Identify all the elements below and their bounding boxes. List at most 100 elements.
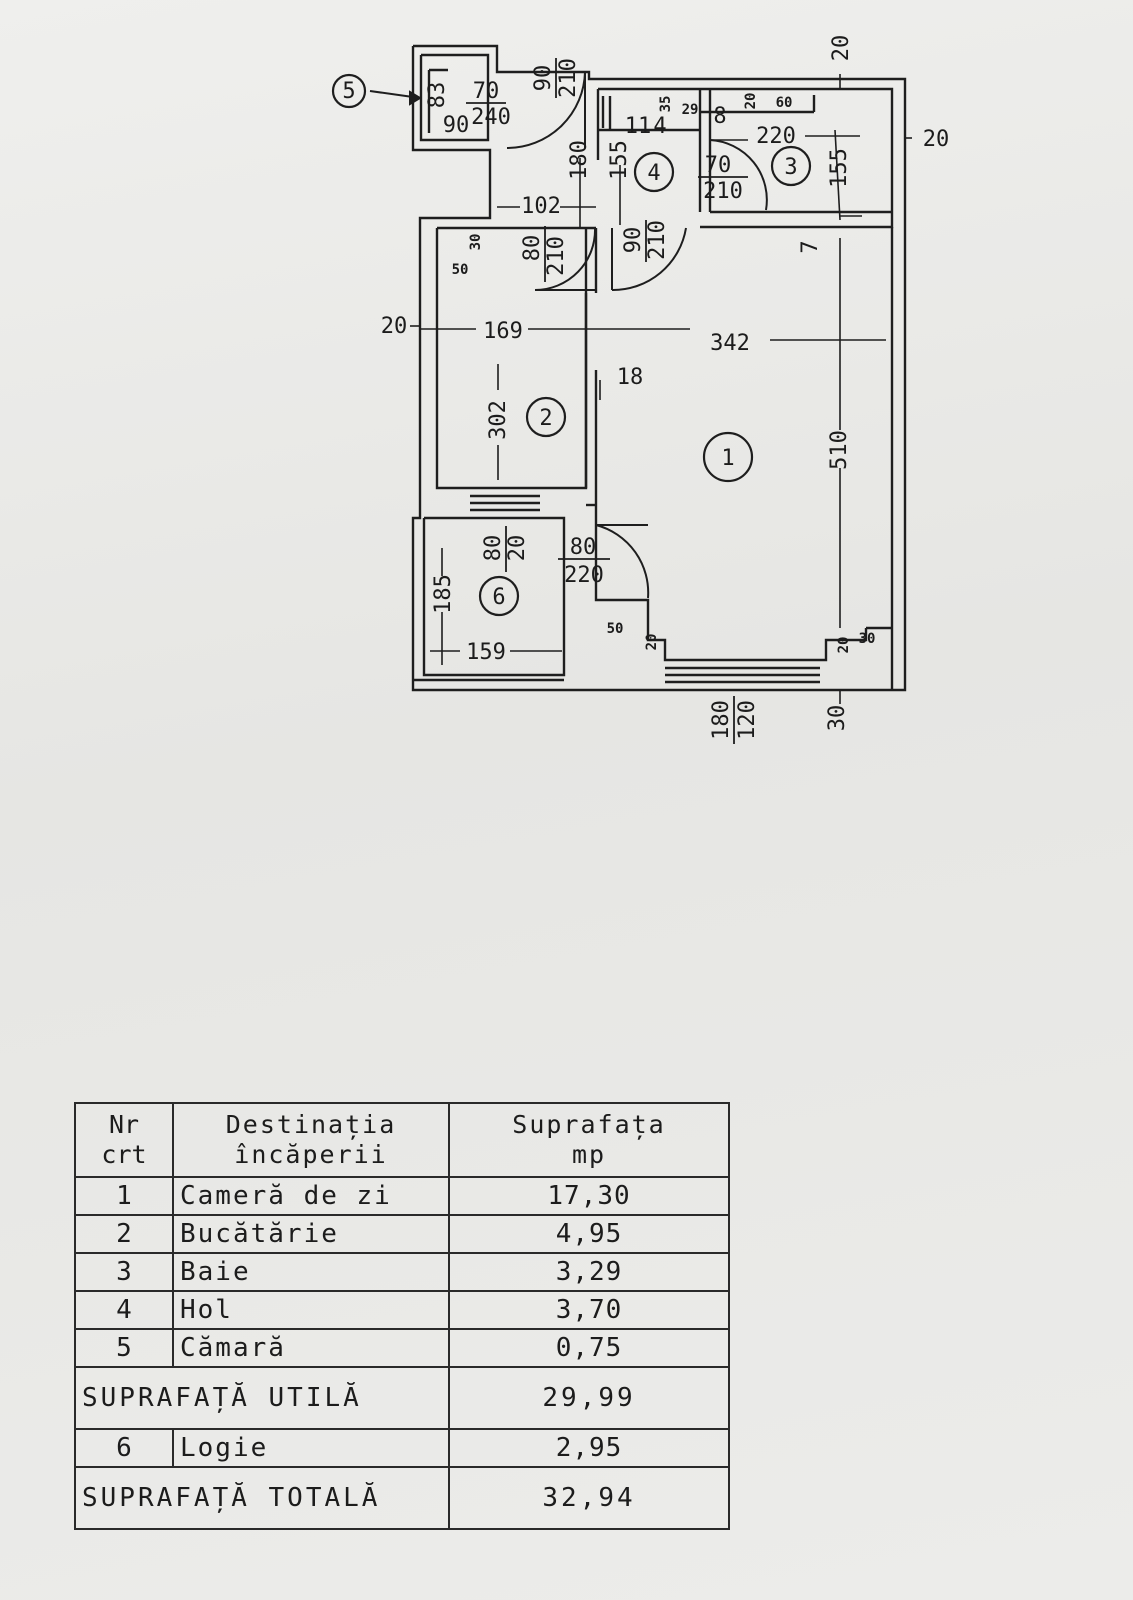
dimension-lines <box>410 74 912 704</box>
dim-hall-width: 102 <box>521 194 561 219</box>
logia-nr: 6 <box>74 1428 174 1468</box>
door-pantry-height: 240 <box>471 105 511 130</box>
door-room-width: 90 <box>621 227 646 254</box>
row-nr: 4 <box>74 1290 174 1330</box>
door-kitchen-height: 210 <box>544 236 569 276</box>
dim-logia-length: 185 <box>431 574 456 614</box>
header-dest-line2: încăperii <box>234 1140 388 1169</box>
row-name: Cămară <box>172 1328 450 1368</box>
table-row: 2 Bucătărie 4,95 <box>74 1214 730 1254</box>
total-area-row: SUPRAFAȚĂ TOTALĂ 32,94 <box>74 1466 730 1530</box>
dim-bath-length: 155 <box>827 148 852 188</box>
dim-bath-width: 220 <box>756 124 796 149</box>
row-nr: 1 <box>74 1176 174 1216</box>
dim-wall-top: 20 <box>829 35 854 62</box>
dim-hall-11: 11 <box>625 114 652 139</box>
useful-area-value: 29,99 <box>448 1366 730 1430</box>
dim-wall-7: 7 <box>798 240 823 253</box>
window-main-width: 180 <box>709 700 734 740</box>
dim-kitchen-width: 169 <box>483 319 523 344</box>
dim-pantry-90: 90 <box>443 113 470 138</box>
dim-small-35: 35 <box>658 96 674 113</box>
row-area: 3,70 <box>448 1290 730 1330</box>
header-area: Suprafața mp <box>448 1102 730 1178</box>
door-room-height: 210 <box>645 220 670 260</box>
header-nr: Nr crt <box>74 1102 174 1178</box>
dim-pantry-83: 83 <box>425 82 450 109</box>
row-area: 4,95 <box>448 1214 730 1254</box>
row-name: Cameră de zi <box>172 1176 450 1216</box>
table-row: 1 Cameră de zi 17,30 <box>74 1176 730 1216</box>
door-logia-width: 80 <box>570 535 597 560</box>
row-area: 3,29 <box>448 1252 730 1292</box>
logia-name: Logie <box>172 1428 450 1468</box>
dim-wall-right: 20 <box>923 127 950 152</box>
logia-row: 6 Logie 2,95 <box>74 1428 730 1468</box>
row-area: 17,30 <box>448 1176 730 1216</box>
door-bath-width: 70 <box>705 153 732 178</box>
table-header: Nr crt Destinația încăperii Suprafața mp <box>74 1102 730 1178</box>
dim-corner-30: 30 <box>859 631 876 647</box>
dim-wall-18: 18 <box>617 365 644 390</box>
door-logia-height: 220 <box>564 563 604 588</box>
header-destination: Destinația încăperii <box>172 1102 450 1178</box>
table-row: 4 Hol 3,70 <box>74 1290 730 1330</box>
door-pantry-width: 70 <box>473 79 500 104</box>
door-kitchen-width: 80 <box>520 235 545 262</box>
outer-walls <box>411 44 907 692</box>
fraction-bars <box>466 58 748 744</box>
pantry-pointer <box>369 90 422 106</box>
door-entry-width: 90 <box>531 65 556 92</box>
dim-hall-155: 155 <box>607 140 632 180</box>
header-area-line2: mp <box>571 1140 607 1169</box>
header-dest-line1: Destinația <box>225 1110 397 1139</box>
door-swings <box>506 71 768 599</box>
header-area-line1: Suprafața <box>512 1110 666 1139</box>
floor-plan: 1 2 3 4 5 6 342 510 169 302 18 102 180 1… <box>331 35 950 744</box>
table-row: 3 Baie 3,29 <box>74 1252 730 1292</box>
dim-wall-bottom: 30 <box>825 705 850 732</box>
dim-small-20: 20 <box>743 93 759 110</box>
dim-living-width: 342 <box>710 331 750 356</box>
room-marker-6: 6 <box>492 585 505 610</box>
row-name: Baie <box>172 1252 450 1292</box>
dimension-labels: 342 510 169 302 18 102 180 155 220 155 7… <box>381 35 950 740</box>
row-name: Hol <box>172 1290 450 1330</box>
room-marker-3: 3 <box>784 155 797 180</box>
dim-kitchen-length: 302 <box>486 400 511 440</box>
dim-logia-20: 20 <box>644 634 660 651</box>
window-main-height: 120 <box>735 700 760 740</box>
dim-corner-20: 20 <box>836 637 852 654</box>
door-bath-height: 210 <box>703 179 743 204</box>
header-nr-line2: crt <box>101 1140 147 1169</box>
dim-hall-8: 8 <box>713 104 726 129</box>
dim-logia-50: 50 <box>607 621 624 637</box>
room-markers <box>331 73 812 617</box>
room-marker-5: 5 <box>342 79 355 104</box>
table-row: 5 Cămară 0,75 <box>74 1328 730 1368</box>
dim-kitchen-30: 30 <box>468 234 484 251</box>
total-area-label: SUPRAFAȚĂ TOTALĂ <box>74 1466 450 1530</box>
total-area-value: 32,94 <box>448 1466 730 1530</box>
area-table: Nr crt Destinația încăperii Suprafața mp… <box>74 1102 730 1530</box>
room-marker-4: 4 <box>647 161 660 186</box>
row-nr: 2 <box>74 1214 174 1254</box>
dim-kitchen-50: 50 <box>452 262 469 278</box>
room-marker-labels: 1 2 3 4 5 6 <box>342 79 797 610</box>
door-entry-height: 210 <box>556 58 581 98</box>
row-nr: 3 <box>74 1252 174 1292</box>
useful-area-row: SUPRAFAȚĂ UTILĂ 29,99 <box>74 1366 730 1430</box>
logia-area: 2,95 <box>448 1428 730 1468</box>
window-logia-height: 20 <box>505 535 530 562</box>
row-name: Bucătărie <box>172 1214 450 1254</box>
row-nr: 5 <box>74 1328 174 1368</box>
header-nr-line1: Nr <box>108 1110 140 1139</box>
dim-small-60: 60 <box>776 95 793 111</box>
room-marker-1: 1 <box>721 446 734 471</box>
dim-small-29: 29 <box>682 102 699 118</box>
dim-hall-4: 4 <box>653 114 666 139</box>
window-logia-width: 80 <box>481 535 506 562</box>
dim-hall-180: 180 <box>567 140 592 180</box>
dim-living-length: 510 <box>827 430 852 470</box>
dim-logia-width: 159 <box>466 640 506 665</box>
